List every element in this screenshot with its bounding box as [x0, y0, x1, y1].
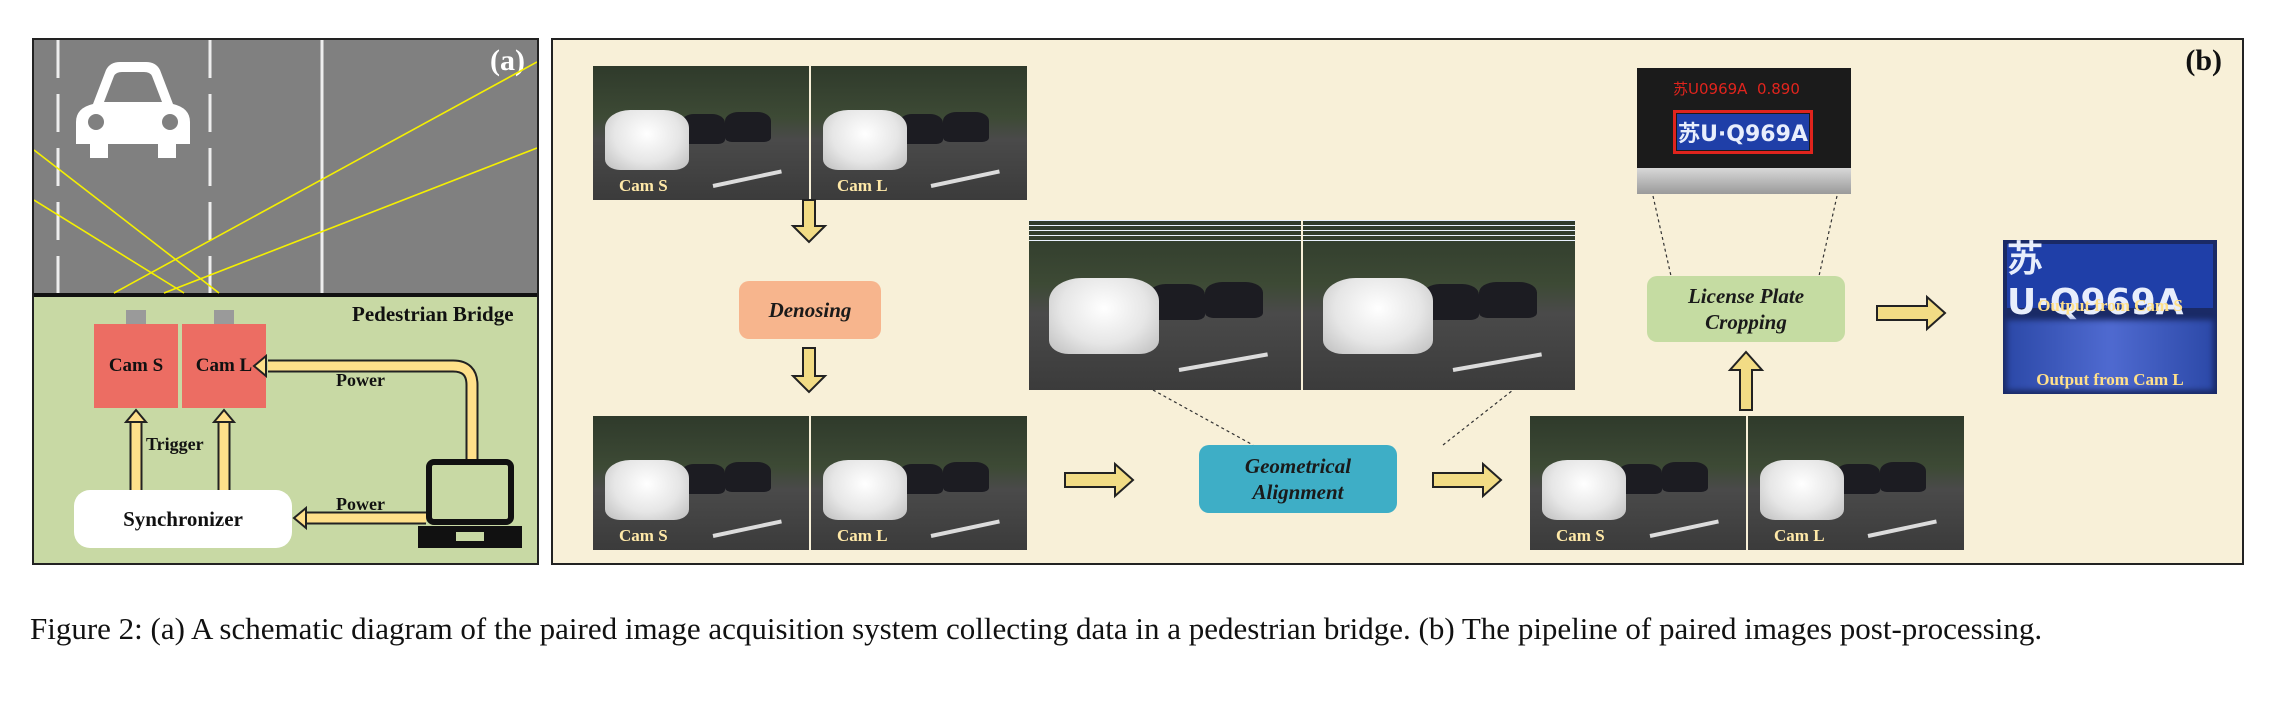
camera-sight-lines: [34, 61, 537, 294]
road-markings: [56, 40, 324, 293]
photo-cam-s-raw: Cam S: [593, 66, 809, 200]
arrow-right-to-alignment: [1064, 461, 1135, 499]
dotted-connector-left: [1152, 389, 1254, 446]
arrow-down-to-denoising: [790, 199, 828, 244]
arrow-right-from-alignment: [1432, 461, 1503, 499]
photo-cam-l-aligned: Cam L: [1748, 416, 1964, 550]
alignment-line-1: Geometrical: [1244, 453, 1352, 478]
detection-box: [1673, 110, 1813, 154]
road: (a): [34, 40, 537, 297]
cam-l-mount: [214, 310, 234, 326]
figure-caption: Figure 2: (a) A schematic diagram of the…: [30, 611, 2043, 646]
cap-cam-l-2: Cam L: [837, 526, 888, 545]
license-plate-cropping-step: License Plate Cropping: [1647, 276, 1845, 342]
cam-s-mount: [126, 310, 146, 326]
laptop-icon: [418, 459, 522, 548]
arrow-right-to-output: [1876, 294, 1947, 332]
alignment-cam-s: [1029, 220, 1301, 390]
trigger-label: Trigger: [146, 434, 204, 454]
photo-cam-l-raw: Cam L: [811, 66, 1027, 200]
detected-plate: 苏U·Q969A: [1677, 114, 1809, 150]
cropping-line-2: Cropping: [1705, 310, 1787, 334]
cap-cam-s-2: Cam S: [619, 526, 668, 545]
output-plates: 苏U·Q969A Output from Cam S Output from C…: [2003, 240, 2217, 394]
panel-a-acquisition-system: (a) Pedestrian Bridge Cam S Cam L Power …: [32, 38, 539, 565]
car-icon: [76, 62, 190, 158]
cap-cam-l-1: Cam L: [837, 176, 888, 195]
cam-s-box: Cam S: [94, 324, 178, 408]
alignment-line-2: Alignment: [1252, 480, 1344, 504]
output-label-cam-s: Output from Cam S: [2037, 296, 2183, 315]
cropping-line-1: License Plate: [1687, 283, 1805, 308]
panel-b-postprocessing-pipeline: (b) Cam S Cam L Cam S Cam L Denosing: [551, 38, 2244, 565]
cable-connections: [123, 353, 479, 531]
synchronizer-box: Synchronizer: [74, 490, 292, 548]
dotted-connector-right: [1442, 389, 1514, 446]
cam-l-box: Cam L: [182, 324, 266, 408]
arrow-down-from-denoising: [790, 347, 828, 394]
plate-detection-image: 苏U0969A 0.890 苏U·Q969A: [1637, 68, 1851, 194]
dotted-connector-crop-left: [1652, 195, 1672, 277]
output-label-cam-l: Output from Cam L: [2036, 370, 2184, 389]
pipeline-arrows: [790, 195, 1947, 499]
cap-cam-l-3: Cam L: [1774, 526, 1825, 545]
alignment-cam-l: [1303, 220, 1575, 390]
bridge-label: Pedestrian Bridge: [352, 302, 514, 326]
cap-cam-s-3: Cam S: [1556, 526, 1605, 545]
photo-cam-l-denoised: Cam L: [811, 416, 1027, 550]
cap-cam-s-1: Cam S: [619, 176, 668, 195]
power-label-bottom: Power: [336, 494, 385, 514]
dotted-connector-crop-right: [1818, 195, 1838, 277]
output-plate-cam-l: [2007, 320, 2213, 390]
arrow-up-to-cropping: [1727, 350, 1765, 411]
photo-cam-s-aligned: Cam S: [1530, 416, 1746, 550]
denoising-step: Denosing: [739, 281, 881, 339]
detection-overlay-text: 苏U0969A 0.890: [1673, 80, 1800, 98]
power-label-top: Power: [336, 370, 385, 390]
panel-b-tag: (b): [2185, 44, 2222, 77]
photo-cam-s-denoised: Cam S: [593, 416, 809, 550]
geometrical-alignment-step: Geometrical Alignment: [1199, 445, 1397, 513]
